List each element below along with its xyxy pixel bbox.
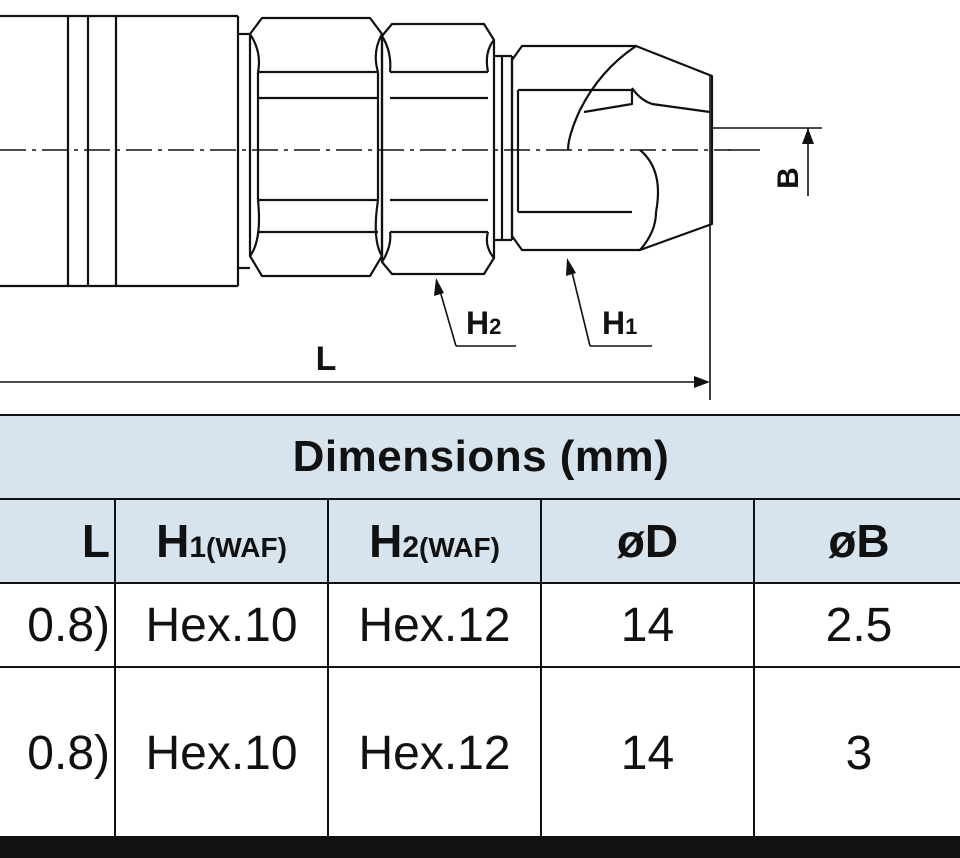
header-h2-num: 2 [402,531,420,564]
hex-nut-h2 [380,22,496,276]
coupler-technical-drawing: B H2 H1 L [0,14,822,400]
table-row: 0.8) Hex.10 Hex.12 14 3 [0,666,960,840]
header-h2: H2(WAF) [327,498,542,584]
cell-od: 14 [540,666,755,840]
dimension-b-arrowhead [802,128,814,144]
label-l: L [316,340,337,378]
cell-ob: 2.5 [753,582,960,668]
dimension-l-lines [0,76,711,400]
header-h2-sub: (WAF) [419,532,500,563]
header-h1-sub: (WAF) [206,532,287,563]
header-h2-main: H [369,515,403,567]
h2-leader-line [437,283,516,347]
label-h1: H1 [602,305,637,341]
cell-h1: Hex.10 [114,582,329,668]
cell-h1: Hex.10 [114,666,329,840]
header-h1-num: 1 [189,531,207,564]
collar [494,54,514,242]
cell-ob: 3 [753,666,960,840]
cell-l: 0.8) [0,666,116,840]
hex-nut-large [248,16,384,278]
table-header-row: L H1(WAF) H2(WAF) øD øB [0,498,960,584]
dimensions-table-container: Dimensions (mm) L H1(WAF) H2(WAF) øD øB … [0,414,960,840]
hex-nut-h1 [510,44,714,252]
label-b: B [772,167,805,189]
label-h1-sub: 1 [625,314,637,339]
header-h1-main: H [156,515,190,567]
header-h1: H1(WAF) [114,498,329,584]
cell-h2: Hex.12 [327,666,542,840]
h2-leader-arrowhead [434,278,444,296]
label-h2-main: H [466,305,489,341]
h1-leader-line [569,263,652,347]
table-row: 0.8) Hex.10 Hex.12 14 2.5 [0,582,960,668]
coupler-body [0,14,250,288]
cell-od: 14 [540,582,755,668]
dimension-l-arrowhead [694,376,710,388]
cell-h2: Hex.12 [327,582,542,668]
table-bottom-rule [0,836,960,858]
header-ob: øB [753,498,960,584]
table-title-row: Dimensions (mm) [0,414,960,500]
dimensions-table: Dimensions (mm) L H1(WAF) H2(WAF) øD øB … [0,414,960,840]
label-h2: H2 [466,305,501,341]
cell-l: 0.8) [0,582,116,668]
h1-leader-arrowhead [566,258,576,276]
label-h2-sub: 2 [489,314,501,339]
table-title: Dimensions (mm) [0,414,960,500]
header-l: L [0,498,116,584]
label-h1-main: H [602,305,625,341]
header-od: øD [540,498,755,584]
